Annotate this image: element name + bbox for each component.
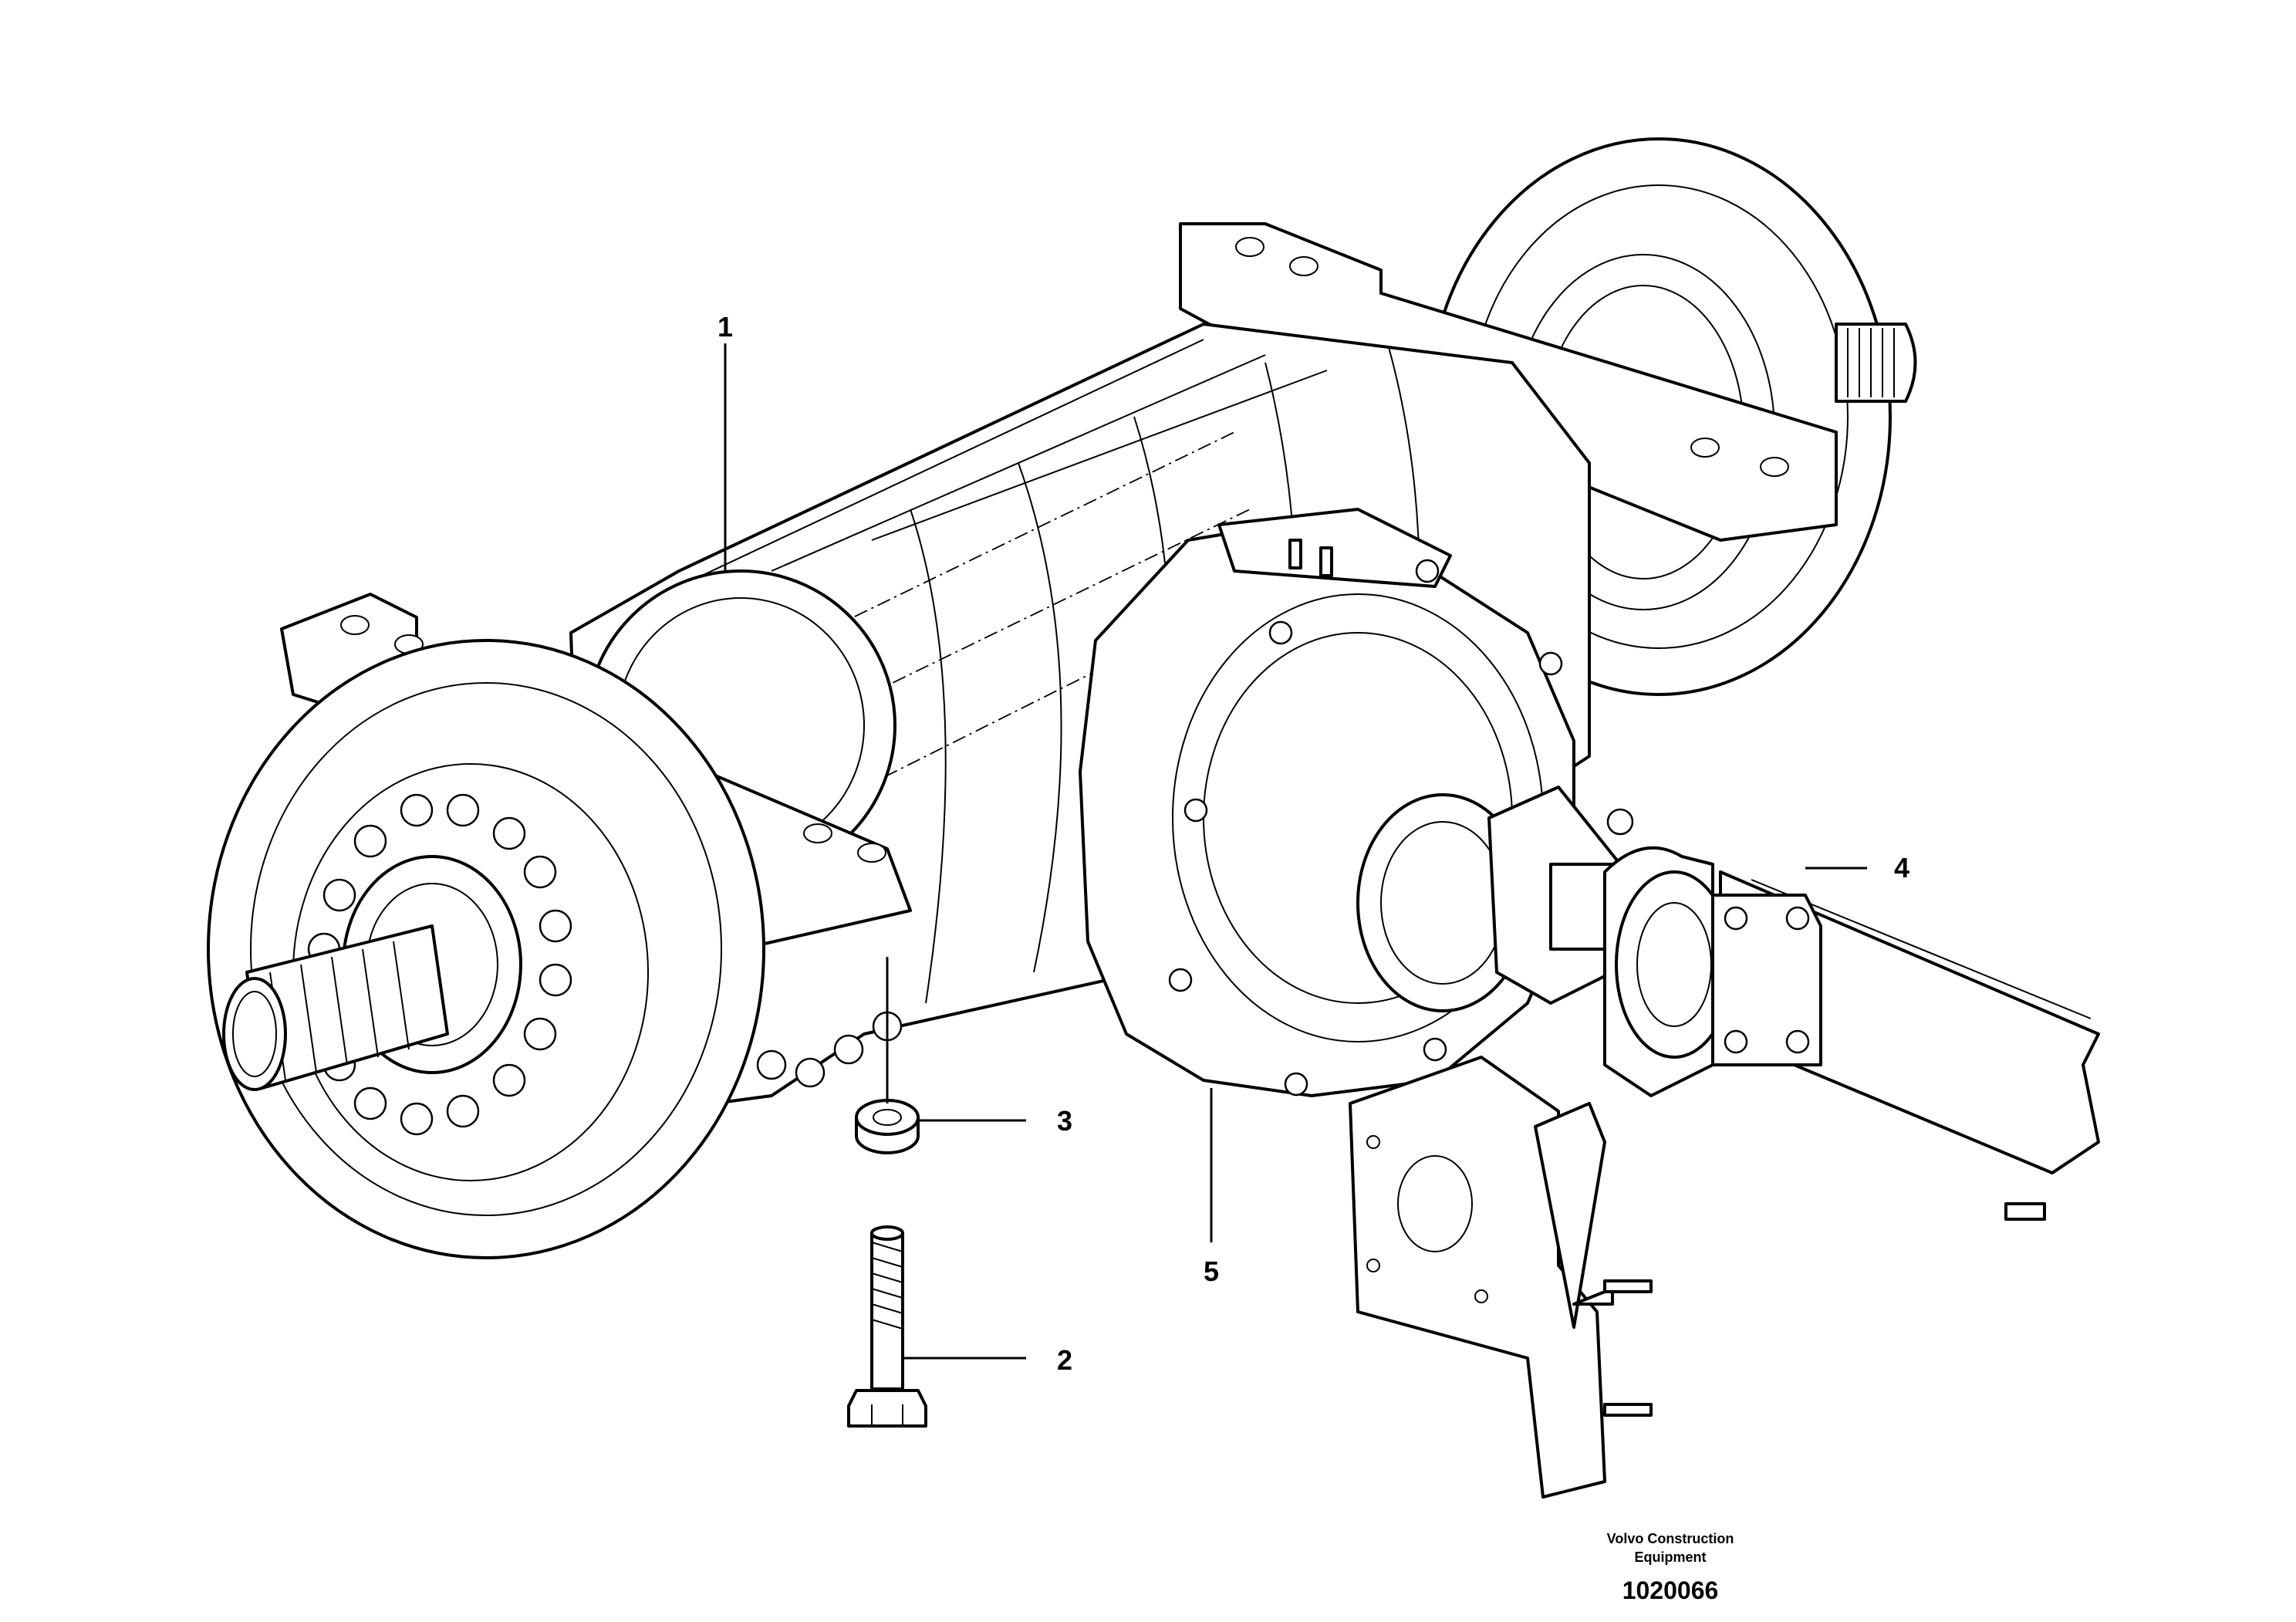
callout-4: 4 <box>1894 852 1909 884</box>
housing-lower-bolts <box>756 1011 903 1088</box>
callout-2: 2 <box>1057 1344 1072 1376</box>
mounting-plate <box>1349 1056 2046 1499</box>
footer-company-line2: Equipment <box>1635 1549 1707 1565</box>
leader-lines <box>724 343 1867 1360</box>
propeller-shaft <box>1603 808 2100 1174</box>
hex-bolt <box>847 1225 927 1428</box>
callouts: 1 2 3 4 5 <box>718 311 1909 1376</box>
footer: Volvo Construction Equipment 1020066 <box>1607 1531 1734 1604</box>
footer-drawing-number: 1020066 <box>1622 1576 1719 1604</box>
front-wheel-flange <box>207 639 765 1259</box>
callout-1: 1 <box>718 311 733 343</box>
footer-company-line1: Volvo Construction <box>1607 1531 1734 1546</box>
drive-flange <box>1356 786 1637 1012</box>
callout-3: 3 <box>1057 1105 1072 1137</box>
callout-5: 5 <box>1204 1255 1219 1287</box>
washer <box>855 1099 920 1154</box>
